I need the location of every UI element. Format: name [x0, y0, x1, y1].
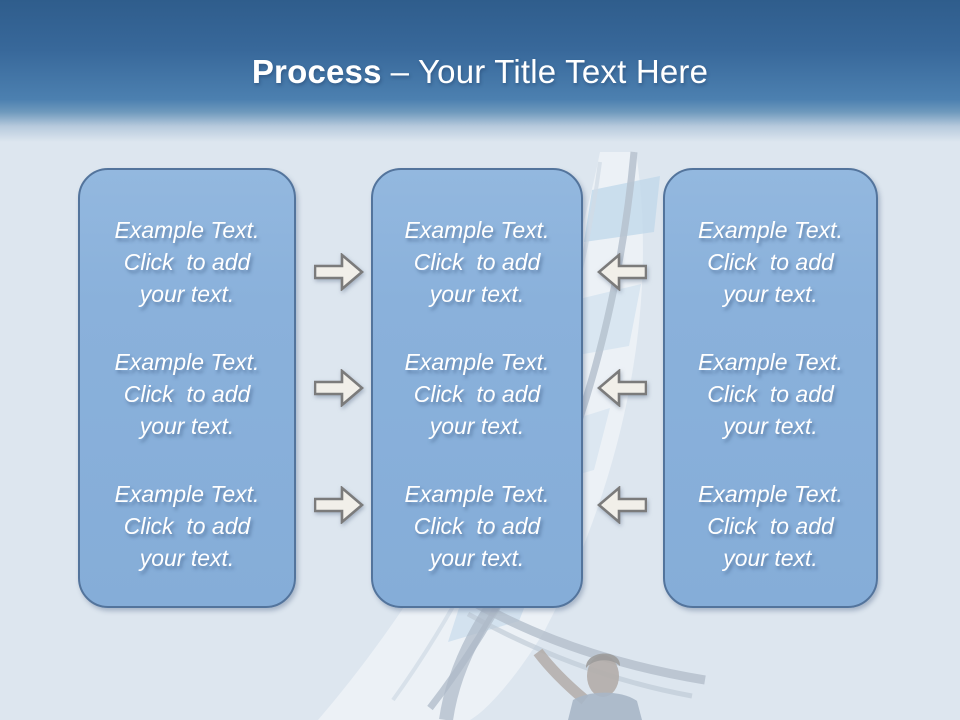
process-box-middle[interactable]: Example Text. Click to add your text. Ex… — [371, 168, 583, 608]
example-text-block[interactable]: Example Text. Click to add your text. — [404, 481, 550, 571]
arrow-right-icon[interactable] — [314, 369, 364, 407]
example-text-block[interactable]: Example Text. Click to add your text. — [404, 217, 550, 307]
example-text-block[interactable]: Example Text. Click to add your text. — [698, 481, 843, 571]
example-text-block[interactable]: Example Text. Click to add your text. — [114, 217, 260, 307]
process-box-left[interactable]: Example Text. Click to add your text. Ex… — [78, 168, 296, 608]
example-text-block[interactable]: Example Text. Click to add your text. — [698, 217, 843, 307]
example-text-block[interactable]: Example Text. Click to add your text. — [404, 349, 550, 439]
example-text-block[interactable]: Example Text. Click to add your text. — [698, 349, 843, 439]
example-text-block[interactable]: Example Text. Click to add your text. — [114, 349, 260, 439]
slide-title-keyword: Process — [251, 53, 382, 90]
arrow-left-icon[interactable] — [597, 486, 647, 524]
arrow-right-icon[interactable] — [314, 253, 364, 291]
arrow-left-icon[interactable] — [597, 369, 647, 407]
arrow-left-icon[interactable] — [597, 253, 647, 291]
slide-title-subtitle: – Your Title Text Here — [390, 53, 709, 90]
process-box-right[interactable]: Example Text. Click to add your text. Ex… — [663, 168, 878, 608]
example-text-block[interactable]: Example Text. Click to add your text. — [114, 481, 260, 571]
slide-title[interactable]: Process– Your Title Text Here — [0, 50, 960, 94]
header-band — [0, 0, 960, 142]
arrow-right-icon[interactable] — [314, 486, 364, 524]
